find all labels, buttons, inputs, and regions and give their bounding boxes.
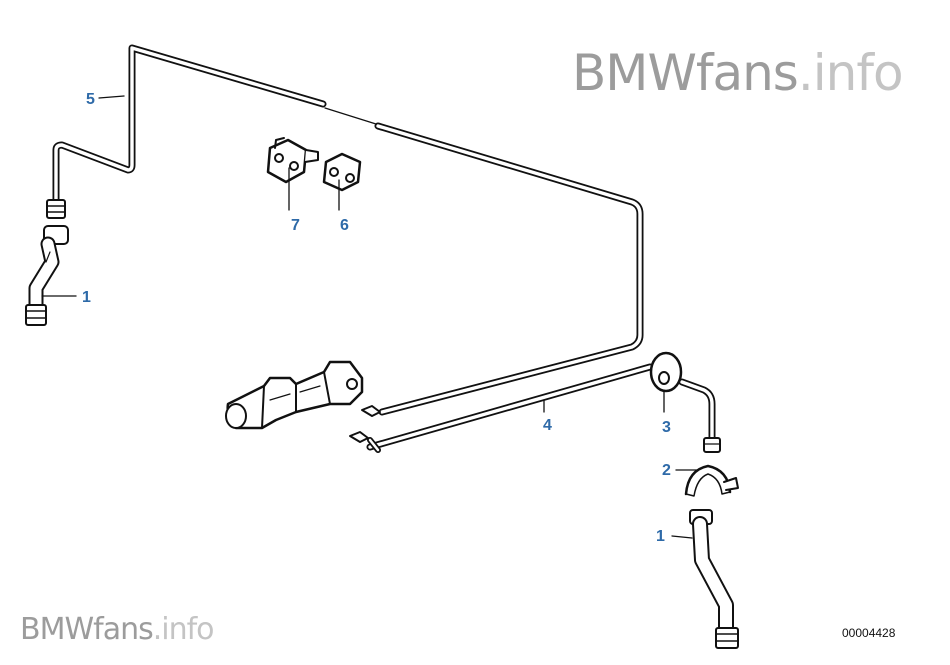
- grommet-3: [649, 351, 683, 393]
- pipe-4: [366, 363, 716, 451]
- clip-6: [322, 152, 362, 192]
- watermark-suffix: .info: [797, 44, 904, 102]
- hose-left: [25, 199, 69, 326]
- callout-3-grommet: 3: [662, 419, 671, 436]
- master-cylinder: [225, 360, 364, 430]
- watermark-top: BMWfans.info: [572, 44, 904, 102]
- callout-1-left-hose: 1: [82, 289, 91, 306]
- callout-7-clip: 7: [291, 217, 300, 234]
- callout-1-right-hose: 1: [656, 528, 665, 545]
- leader-lines: [41, 95, 699, 539]
- callout-6-clip: 6: [340, 217, 349, 234]
- pipe-5: [52, 44, 644, 416]
- callout-2-bracket: 2: [662, 462, 671, 479]
- callout-5-upper-pipe: 5: [86, 91, 95, 108]
- pipe-fitting-right: [703, 437, 721, 453]
- hose-right: [689, 509, 739, 649]
- pipe-connectors: [349, 405, 381, 453]
- watermark-bottom: BMWfans.info: [20, 612, 215, 647]
- watermark-suffix-bottom: .info: [152, 612, 215, 647]
- bracket-2: [684, 464, 739, 497]
- watermark-brand: BMWfans: [572, 44, 799, 102]
- watermark-brand-bottom: BMWfans: [20, 612, 154, 647]
- callout-labels: 5 1 7 6 4 3 2 1: [82, 91, 671, 545]
- callout-4-lower-pipe: 4: [543, 417, 552, 434]
- diagram-code: 00004428: [842, 626, 896, 640]
- clip-7: [266, 137, 319, 184]
